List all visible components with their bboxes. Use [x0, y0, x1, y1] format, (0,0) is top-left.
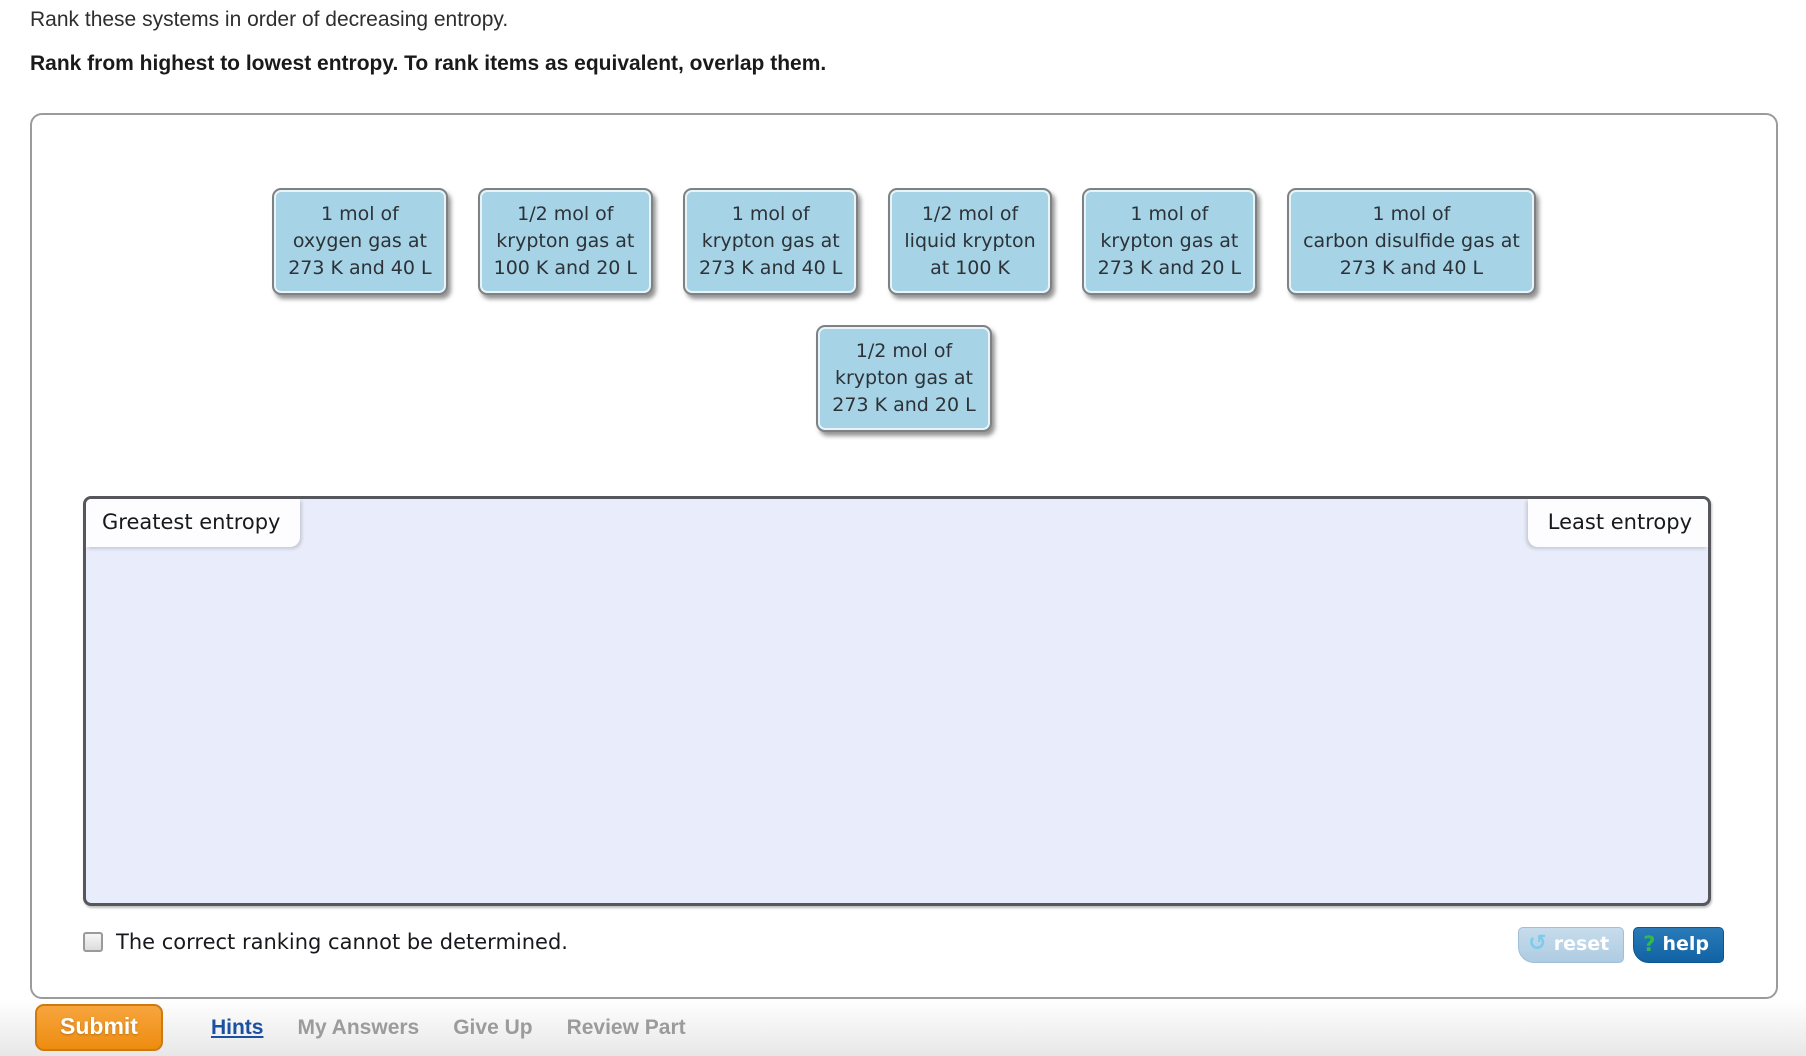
give-up-link[interactable]: Give Up: [453, 1015, 533, 1039]
item-cards-row-2: 1/2 mol of krypton gas at 273 K and 20 L: [32, 325, 1776, 432]
reset-button-label: reset: [1553, 933, 1610, 955]
least-entropy-label: Least entropy: [1527, 499, 1708, 547]
cannot-determine-label: The correct ranking cannot be determined…: [116, 930, 568, 954]
reset-circular-arrow-icon: ↺: [1528, 931, 1547, 956]
footer-bar: Submit Hints My Answers Give Up Review P…: [0, 999, 1806, 1056]
submit-button[interactable]: Submit: [35, 1004, 163, 1051]
action-buttons: ↺ reset ? help: [1518, 927, 1724, 963]
cannot-determine-checkbox[interactable]: [83, 932, 103, 952]
item-cards-row-1: 1 mol of oxygen gas at 273 K and 40 L 1/…: [32, 188, 1776, 295]
ranking-drop-area[interactable]: Greatest entropy Least entropy: [83, 496, 1711, 906]
item-card-krypton-273k-20l[interactable]: 1 mol of krypton gas at 273 K and 20 L: [1081, 188, 1258, 295]
review-part-link[interactable]: Review Part: [566, 1015, 686, 1039]
item-card-half-krypton-273k-20l[interactable]: 1/2 mol of krypton gas at 273 K and 20 L: [816, 325, 992, 432]
ranking-instruction: Rank from highest to lowest entropy. To …: [30, 52, 827, 75]
item-card-liquid-krypton[interactable]: 1/2 mol of liquid krypton at 100 K: [888, 188, 1052, 295]
my-answers-link[interactable]: My Answers: [297, 1015, 420, 1039]
item-card-half-krypton-100k-20l[interactable]: 1/2 mol of krypton gas at 100 K and 20 L: [477, 188, 653, 295]
item-card-oxygen-gas[interactable]: 1 mol of oxygen gas at 273 K and 40 L: [272, 188, 448, 295]
question-panel: 1 mol of oxygen gas at 273 K and 40 L 1/…: [30, 113, 1778, 999]
hints-link[interactable]: Hints: [210, 1015, 264, 1039]
help-button[interactable]: ? help: [1633, 927, 1724, 963]
item-card-carbon-disulfide[interactable]: 1 mol of carbon disulfide gas at 273 K a…: [1287, 188, 1536, 295]
item-card-krypton-273k-40l[interactable]: 1 mol of krypton gas at 273 K and 40 L: [683, 188, 859, 295]
greatest-entropy-label: Greatest entropy: [86, 499, 301, 547]
help-button-label: help: [1662, 933, 1709, 955]
help-question-icon: ?: [1643, 932, 1656, 956]
question-prompt: Rank these systems in order of decreasin…: [30, 8, 509, 31]
reset-button[interactable]: ↺ reset: [1518, 927, 1625, 963]
footer-links: Hints My Answers Give Up Review Part: [211, 1016, 686, 1040]
cannot-determine-row: The correct ranking cannot be determined…: [83, 930, 1776, 954]
